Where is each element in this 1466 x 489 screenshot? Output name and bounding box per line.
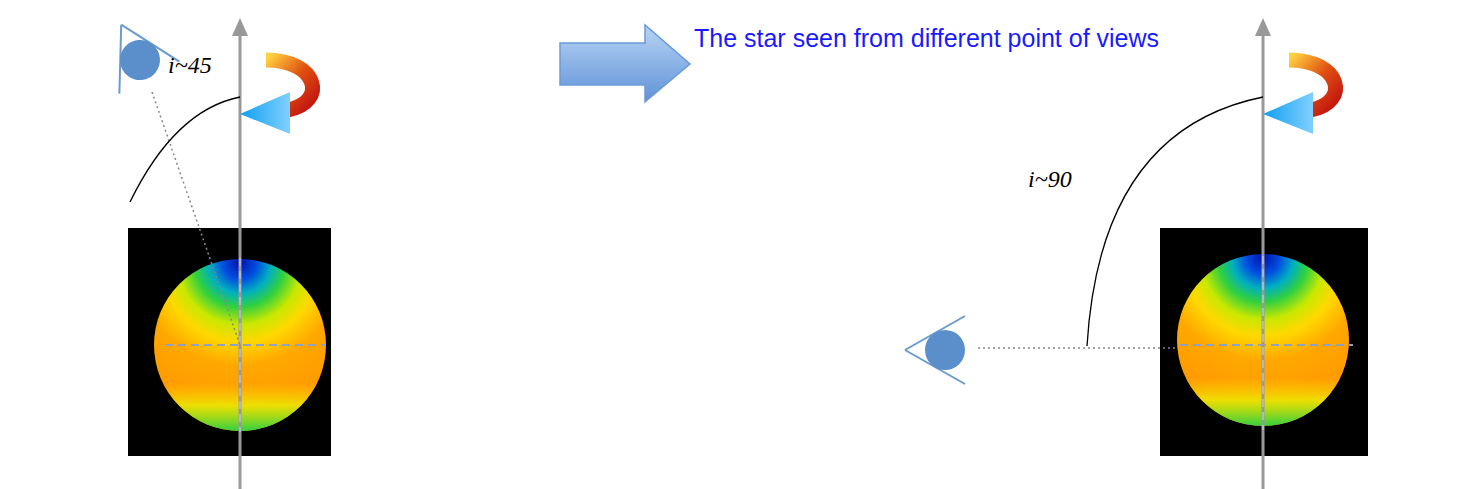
angle-label: i~45: [168, 52, 212, 79]
right-view: [905, 18, 1368, 489]
pointer-arrow: [560, 25, 690, 102]
angle-label: i~90: [1028, 166, 1072, 193]
heading-text: The star seen from different point of vi…: [694, 24, 1159, 53]
left-view: [91, 9, 331, 489]
